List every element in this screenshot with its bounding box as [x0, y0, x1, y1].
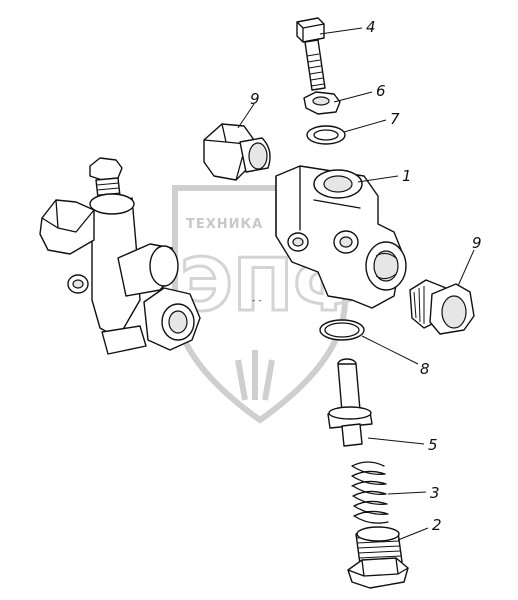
leader-5: [367, 437, 425, 445]
callout-1: 1: [402, 167, 412, 185]
leader-9b: [457, 249, 475, 287]
part-7-washer: [306, 125, 346, 145]
part-9-plug-upper: [203, 123, 271, 181]
part-5-plunger: [327, 358, 373, 447]
part-1-valve-body: [275, 165, 407, 309]
callout-4: 4: [366, 18, 376, 36]
callout-6: 6: [376, 82, 386, 100]
svg-text:- -: - -: [252, 296, 261, 306]
part-6-nut: [303, 91, 341, 115]
callout-3: 3: [430, 484, 440, 502]
callout-9-upper: 9: [250, 90, 260, 108]
watermark-brand-text: ТЕХНИКА: [186, 217, 263, 232]
leader-8: [361, 335, 419, 365]
assembled-valve-left: - -: [39, 157, 261, 355]
leader-7: [343, 119, 387, 133]
leader-2: [397, 527, 429, 541]
leader-1: [357, 175, 399, 183]
part-9-plug-right: [409, 279, 475, 335]
callout-9-right: 9: [472, 234, 482, 252]
leader-6: [333, 91, 373, 103]
callout-7: 7: [390, 110, 400, 128]
leader-3: [387, 491, 427, 495]
part-8-o-ring: [319, 319, 365, 341]
part-2-threaded-plug: [347, 526, 409, 589]
part-4-bolt: [296, 17, 326, 91]
wheat-emblem-icon: [235, 350, 275, 401]
leader-4: [319, 27, 363, 35]
leader-9a: [237, 103, 255, 129]
part-3-spring: [350, 461, 389, 524]
callout-8: 8: [420, 360, 430, 378]
callout-5: 5: [428, 436, 438, 454]
callout-2: 2: [432, 516, 442, 534]
leader-lines: [237, 27, 475, 541]
callout-labels: 4 6 7 9 1 9 8 5 3 2: [250, 18, 482, 534]
